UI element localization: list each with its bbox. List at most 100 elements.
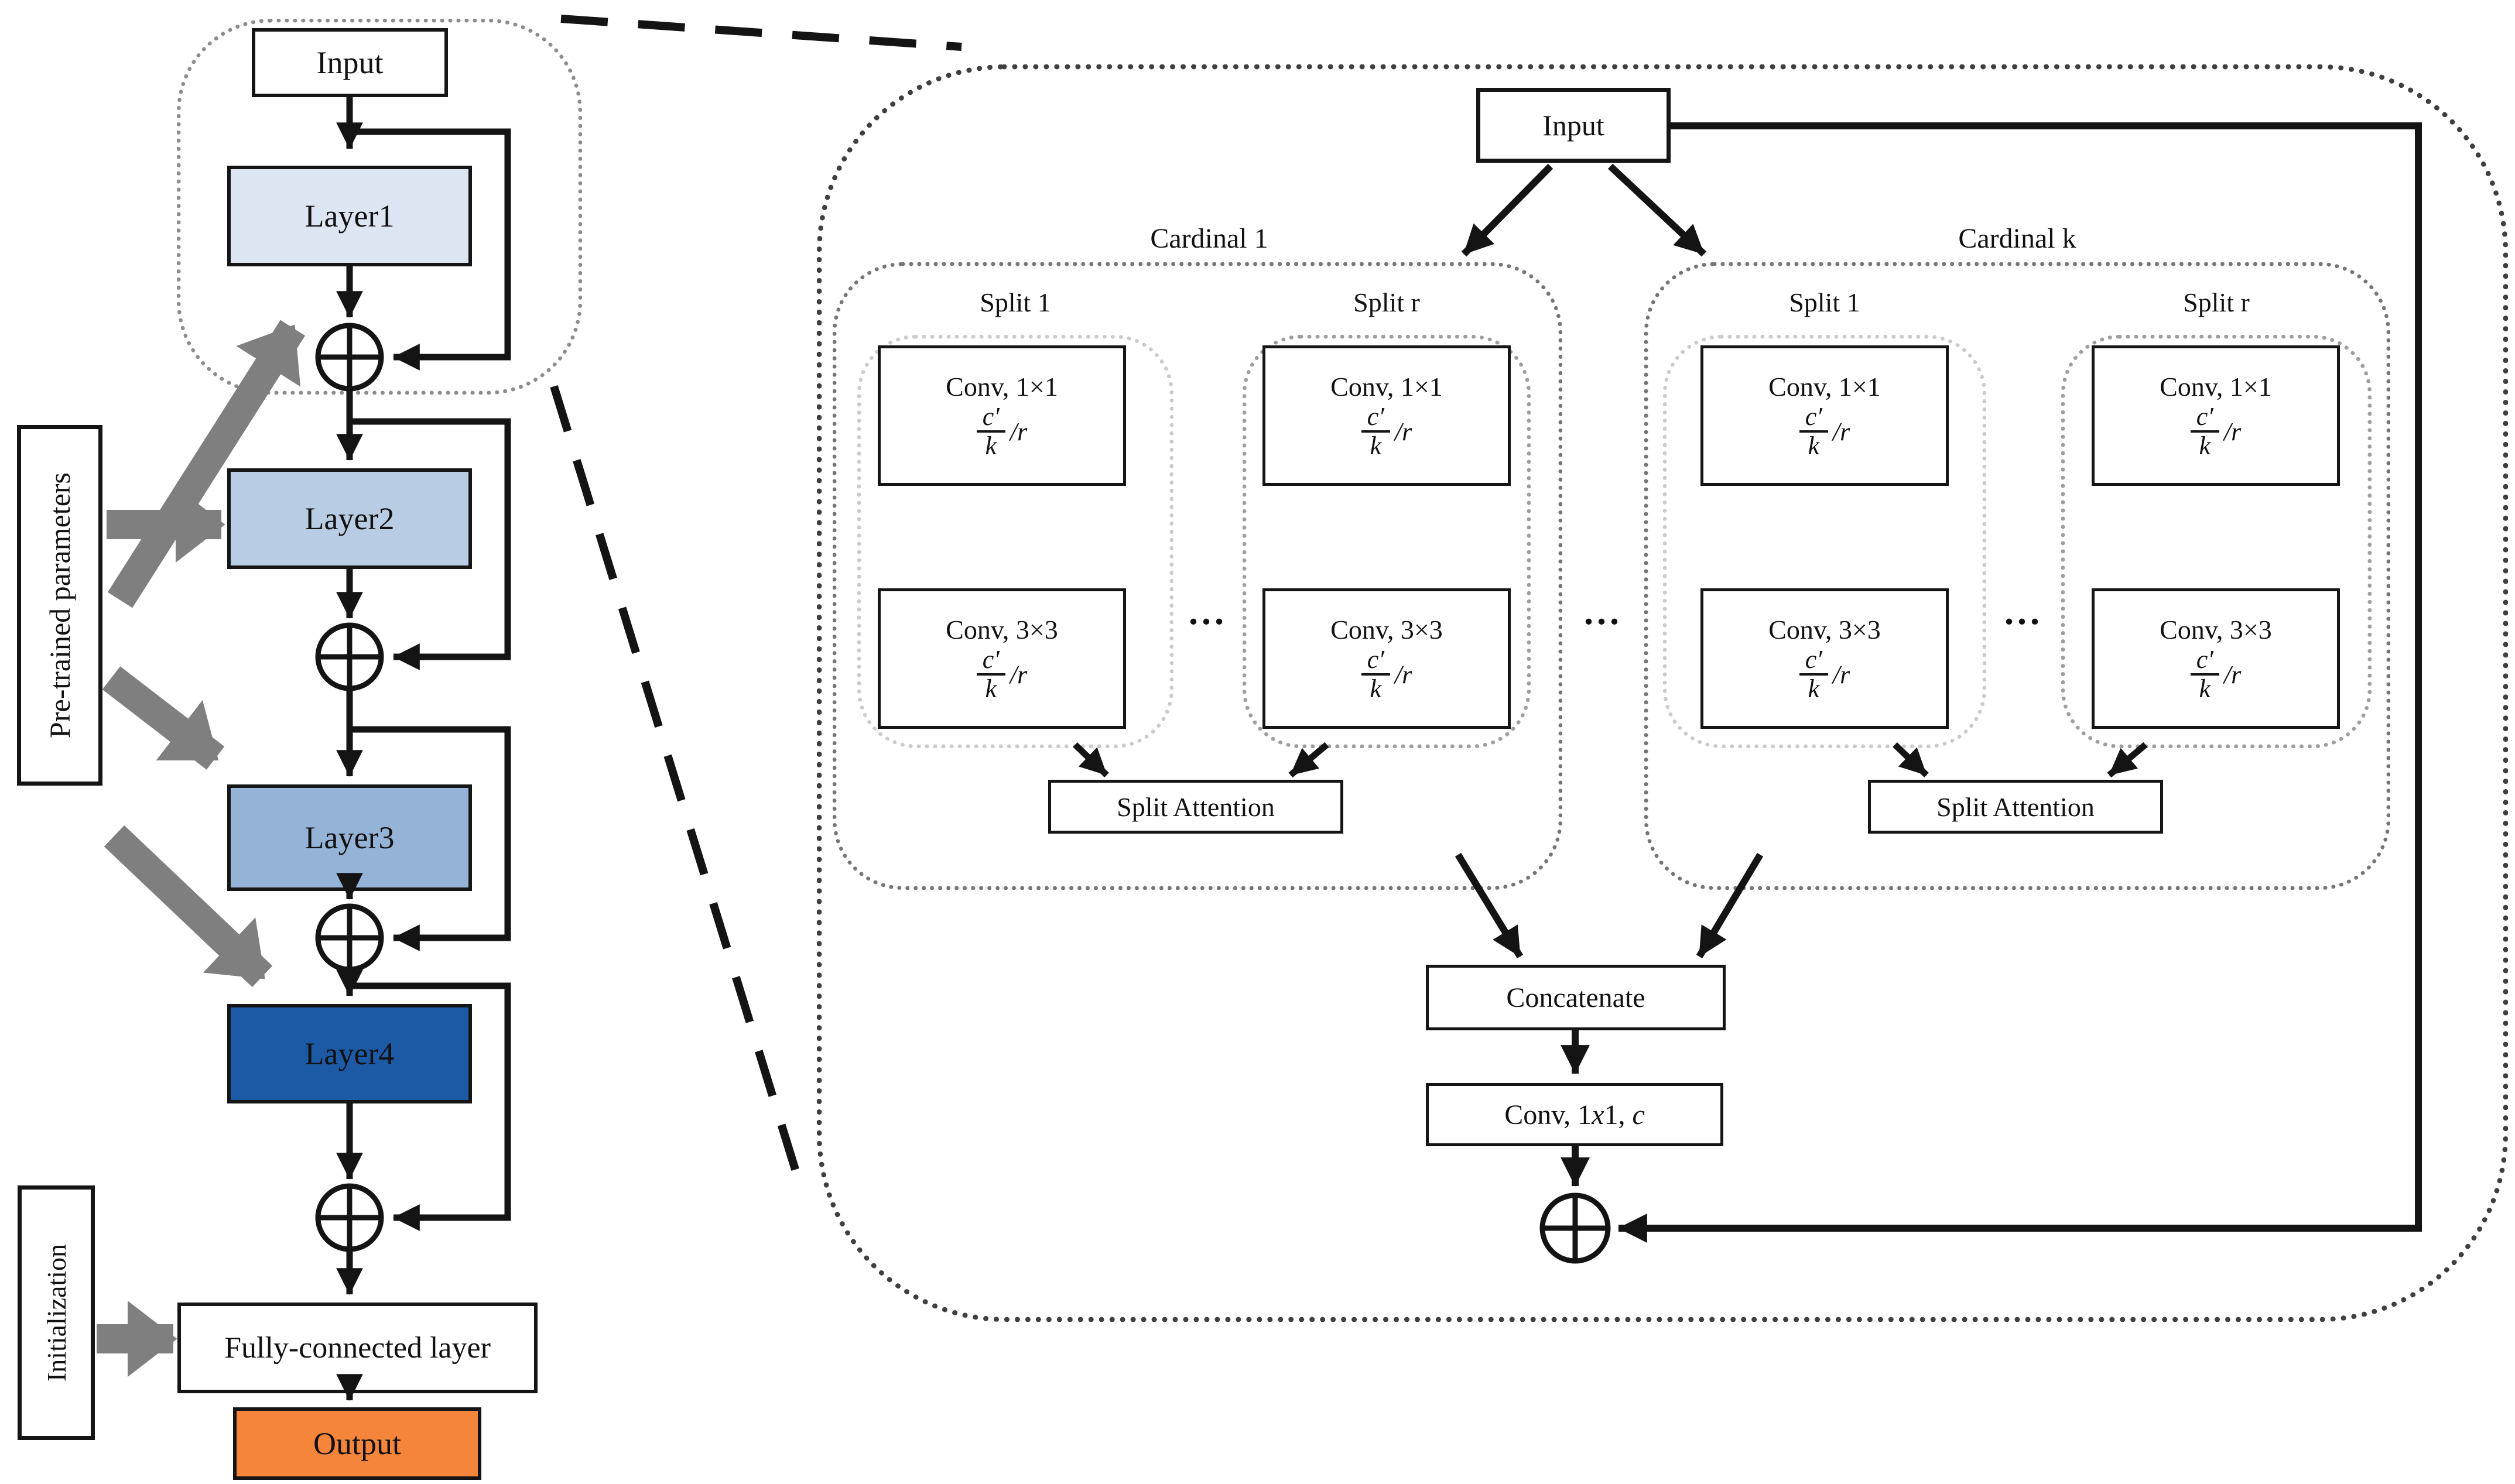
conv-1x1-box: Conv, 1×1 c′k /r [1262, 345, 1511, 486]
conv-channels: c′k /r [976, 403, 1028, 460]
plus-circle-icon [315, 1183, 384, 1252]
frac-suffix: /r [2223, 660, 2242, 689]
skip-connection-4 [350, 982, 511, 1231]
plus-circle-icons-left [315, 323, 384, 1252]
arrow-splitr-to-attention [1288, 742, 1329, 778]
frac-numerator: c′ [1799, 403, 1828, 433]
ellipsis-between-cardinals: ... [1568, 585, 1638, 638]
backbone-input-label: Input [316, 45, 384, 80]
split-attention-label: Split Attention [1117, 791, 1275, 822]
conv-channels: c′k /r [1361, 403, 1412, 460]
cardinal1-split1-outline [857, 335, 1173, 748]
split-attention-box: Split Attention [1048, 780, 1343, 834]
ellipsis-between-splits: ... [1173, 585, 1243, 638]
frac-suffix: /r [1010, 417, 1028, 446]
dashed-connector-bottom [550, 385, 800, 1175]
frac-numerator: c′ [1799, 646, 1828, 676]
conv-label: Conv, 1×1 [1768, 372, 1881, 402]
block-input-box: Input [1476, 88, 1671, 163]
frac-suffix: /r [1394, 660, 1412, 689]
conv-channels: c′k /r [2190, 646, 2242, 703]
frac-numerator: c′ [2190, 646, 2219, 676]
concatenate-label: Concatenate [1506, 982, 1645, 1013]
fully-connected-label: Fully-connected layer [224, 1331, 491, 1365]
conv-final-c: c [1632, 1099, 1645, 1130]
concatenate-box: Concatenate [1426, 965, 1726, 1030]
gray-arrow-to-layer3 [102, 666, 225, 770]
frac-denominator: k [1808, 431, 1820, 460]
cardinal-k-outline [1644, 262, 2390, 890]
cardinal-1-outline [833, 262, 1562, 890]
conv-1x1-box: Conv, 1×1 c′k /r [1700, 345, 1949, 486]
frac-denominator: k [1370, 431, 1382, 460]
conv-channels: c′k /r [1799, 403, 1850, 460]
arrow-input-to-cardinal1 [1461, 163, 1554, 257]
cardinalk-split1-title: Split 1 [1737, 286, 1912, 318]
arrow-cardinalk-to-concat [1696, 852, 1764, 959]
conv-label: Conv, 3×3 [1330, 615, 1443, 645]
conv-channels: c′k /r [2190, 403, 2241, 460]
frac-denominator: k [2199, 674, 2211, 703]
backbone-flow-arrows [336, 97, 511, 1401]
conv-1x1-box: Conv, 1×1 c′k /r [878, 345, 1126, 486]
frac-denominator: k [985, 674, 997, 703]
frac-suffix: /r [1832, 660, 1850, 689]
frac-denominator: k [985, 431, 997, 460]
cardinalk-split1-outline [1663, 335, 1986, 748]
conv-label: Conv, 3×3 [946, 615, 1058, 645]
gray-arrow-to-layer1 [107, 320, 306, 608]
frac-denominator: k [1808, 674, 1820, 703]
split-attention-box: Split Attention [1868, 780, 2163, 834]
block-input-label: Input [1542, 109, 1604, 142]
cardinal1-split1-title: Split 1 [928, 286, 1103, 318]
frac-numerator: c′ [2190, 403, 2219, 433]
conv-final-prefix: Conv, 1 [1504, 1099, 1592, 1130]
conv-channels: c′k /r [1799, 646, 1850, 702]
layer2-label: Layer2 [304, 501, 395, 536]
ellipsis-between-splits: ... [1989, 585, 2059, 638]
expanded-block-outline [817, 64, 2508, 1322]
ellipsis-text: ... [2004, 591, 2043, 632]
pretrained-gray-arrows [97, 320, 306, 1377]
conv-label: Conv, 1×1 [946, 372, 1058, 402]
block-skip-connection [1617, 122, 2422, 1243]
conv-final-mid: 1, [1604, 1099, 1626, 1130]
initialization-box: Initialization [18, 1185, 95, 1440]
dashed-connector-top [560, 15, 962, 51]
arrow-splitr-to-attention [2107, 742, 2148, 778]
conv-3x3-box: Conv, 3×3 c′k /r [1700, 588, 1949, 729]
cardinal1-splitr-outline [1243, 335, 1531, 748]
pretrained-parameters-box: Pre-trained parameters [17, 425, 102, 786]
conv-label: Conv, 3×3 [1768, 615, 1881, 645]
conv-label: Conv, 3×3 [2160, 615, 2272, 645]
frac-suffix: /r [1394, 417, 1412, 446]
split-attention-label: Split Attention [1936, 791, 2095, 822]
cardinal-k-title: Cardinal k [1900, 220, 2134, 256]
residual-block-outline [177, 19, 582, 395]
skip-connection-1 [350, 128, 511, 371]
conv-3x3-box: Conv, 3×3 c′k /r [2092, 588, 2340, 729]
gray-arrow-to-layer4 [104, 825, 273, 988]
arrow-split1-to-attention [1073, 742, 1109, 777]
block-flow-arrows [1073, 122, 2422, 1243]
frac-numerator: c′ [976, 403, 1005, 433]
conv-1x1-box: Conv, 1×1 c′k /r [2092, 345, 2340, 486]
layer1-label: Layer1 [304, 198, 395, 234]
conv-3x3-box: Conv, 3×3 c′k /r [1262, 588, 1511, 729]
ellipsis-text: ... [1189, 591, 1227, 632]
conv-channels: c′k /r [976, 646, 1028, 703]
output-box: Output [233, 1407, 481, 1480]
layer4-label: Layer4 [304, 1036, 395, 1071]
conv-channels: c′k /r [1361, 646, 1412, 702]
split1-text: Split 1 [1789, 287, 1860, 317]
ellipsis-text: ... [1584, 591, 1623, 632]
frac-denominator: k [1370, 674, 1382, 703]
skip-connection-3 [350, 726, 511, 951]
output-label: Output [313, 1426, 401, 1461]
cardinal-1-text: Cardinal 1 [1150, 222, 1268, 254]
frac-suffix: /r [1010, 660, 1028, 689]
plus-circle-icon [315, 622, 384, 691]
plus-circle-icon [315, 903, 384, 972]
conv-1x1-c-label: Conv, 1x1, c [1504, 1099, 1645, 1131]
